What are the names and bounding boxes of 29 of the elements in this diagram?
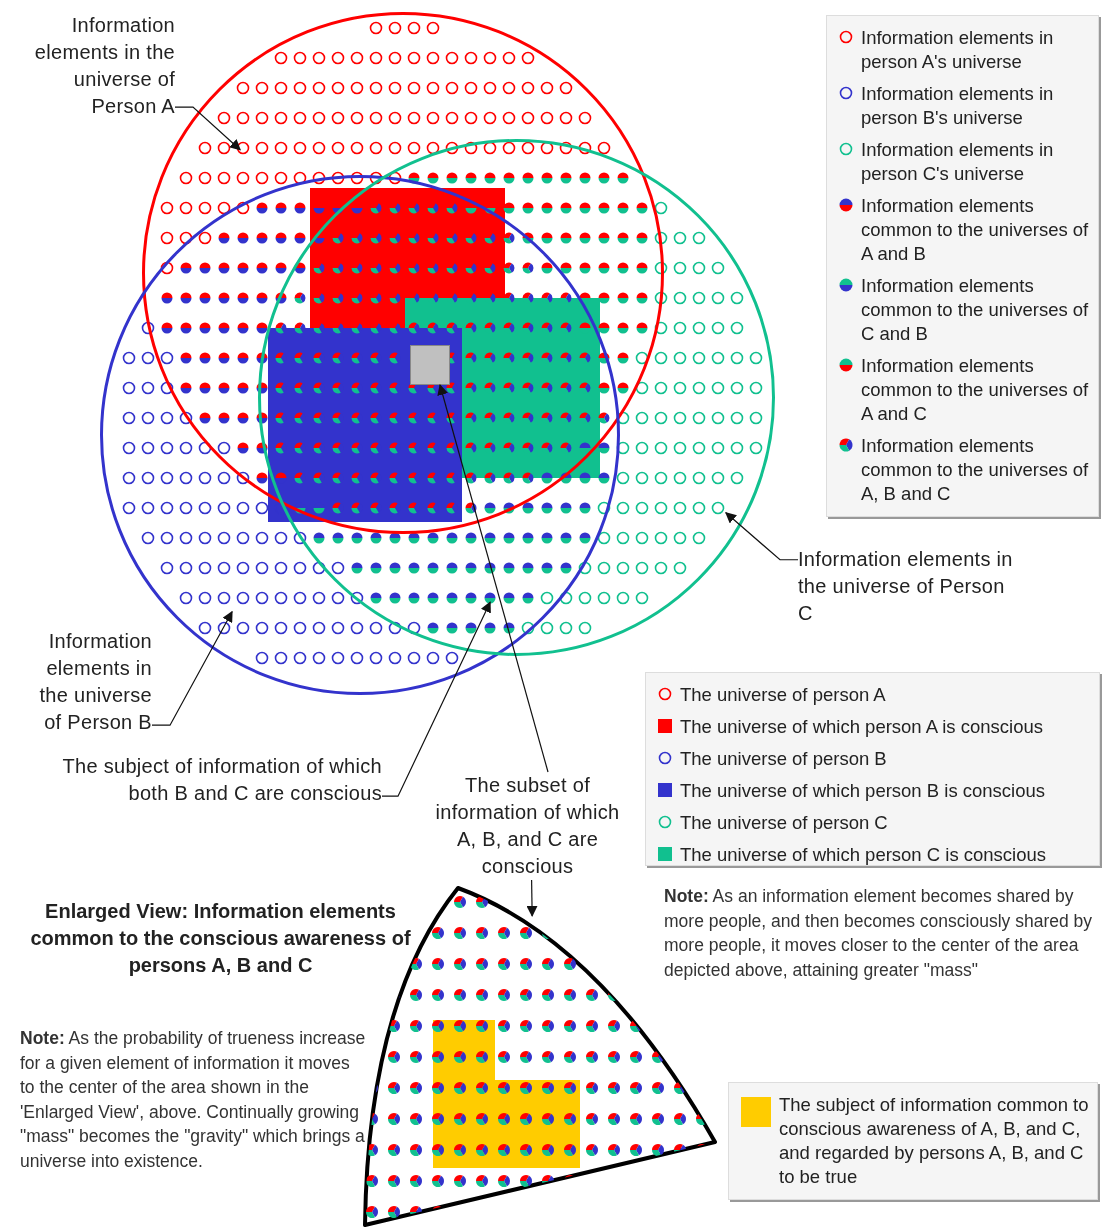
legend-text: The universe of person B bbox=[680, 747, 887, 771]
note-text: Note: As an information element becomes shared by more people, and then becomes consciously shared by more people, it moves closer to the center of the area depicted above, attaining greater "mass" bbox=[664, 885, 1094, 982]
legend-text: Information elements common to the universes of A, B and C bbox=[861, 434, 1090, 506]
legend-text: Information elements in person A's universe bbox=[861, 26, 1055, 74]
leader-line bbox=[381, 601, 491, 797]
callout-label: The subject of information of which both B and C are conscious bbox=[60, 753, 382, 807]
callout-label: The subset of information of which A, B, and C are conscious bbox=[425, 772, 630, 880]
legend-text: Information elements common to the universes of C and B bbox=[861, 274, 1090, 346]
legend-text: The universe of person C bbox=[680, 811, 888, 835]
leader-line bbox=[151, 610, 233, 726]
legend-text: Information elements in person B's universe bbox=[861, 82, 1055, 130]
legend-text: The subject of information common to conscious awareness of A, B, and C, and regarded by persons A, B, and C to be true bbox=[779, 1093, 1090, 1189]
leader-line bbox=[526, 879, 538, 917]
leader-line bbox=[725, 512, 799, 561]
legend-text: The universe of person A bbox=[680, 683, 886, 707]
shared-area-box bbox=[410, 345, 450, 385]
legend-text: Information elements common to the universes of A and B bbox=[861, 194, 1090, 266]
leader-line bbox=[437, 383, 549, 773]
section-heading: Enlarged View: Information elements common to the conscious awareness of persons A, B and C bbox=[29, 899, 412, 978]
legend-text: The universe of which person A is conscious bbox=[680, 715, 1043, 739]
callout-label: Information elements in the universe of Person C bbox=[798, 546, 1013, 627]
callout-label: Information elements in the universe of Person A bbox=[5, 12, 175, 120]
callout-label: Information elements in the universe of Person B bbox=[20, 628, 152, 736]
legend-text: The universe of which person C is conscious bbox=[680, 843, 1047, 867]
leader-line bbox=[174, 106, 241, 151]
note-text: Note: As the probability of trueness increase for a given element of information it moves to the center of the area shown in the 'Enlarged View', above. Continually growing "mass" becomes the "gravity" which brings a universe into existence. bbox=[20, 1027, 367, 1173]
legend-text: Information elements common to the universes of A and C bbox=[861, 354, 1090, 426]
legend-text: Information elements in person C's universe bbox=[861, 138, 1055, 186]
legend-text: The universe of which person B is conscious bbox=[680, 779, 1046, 803]
